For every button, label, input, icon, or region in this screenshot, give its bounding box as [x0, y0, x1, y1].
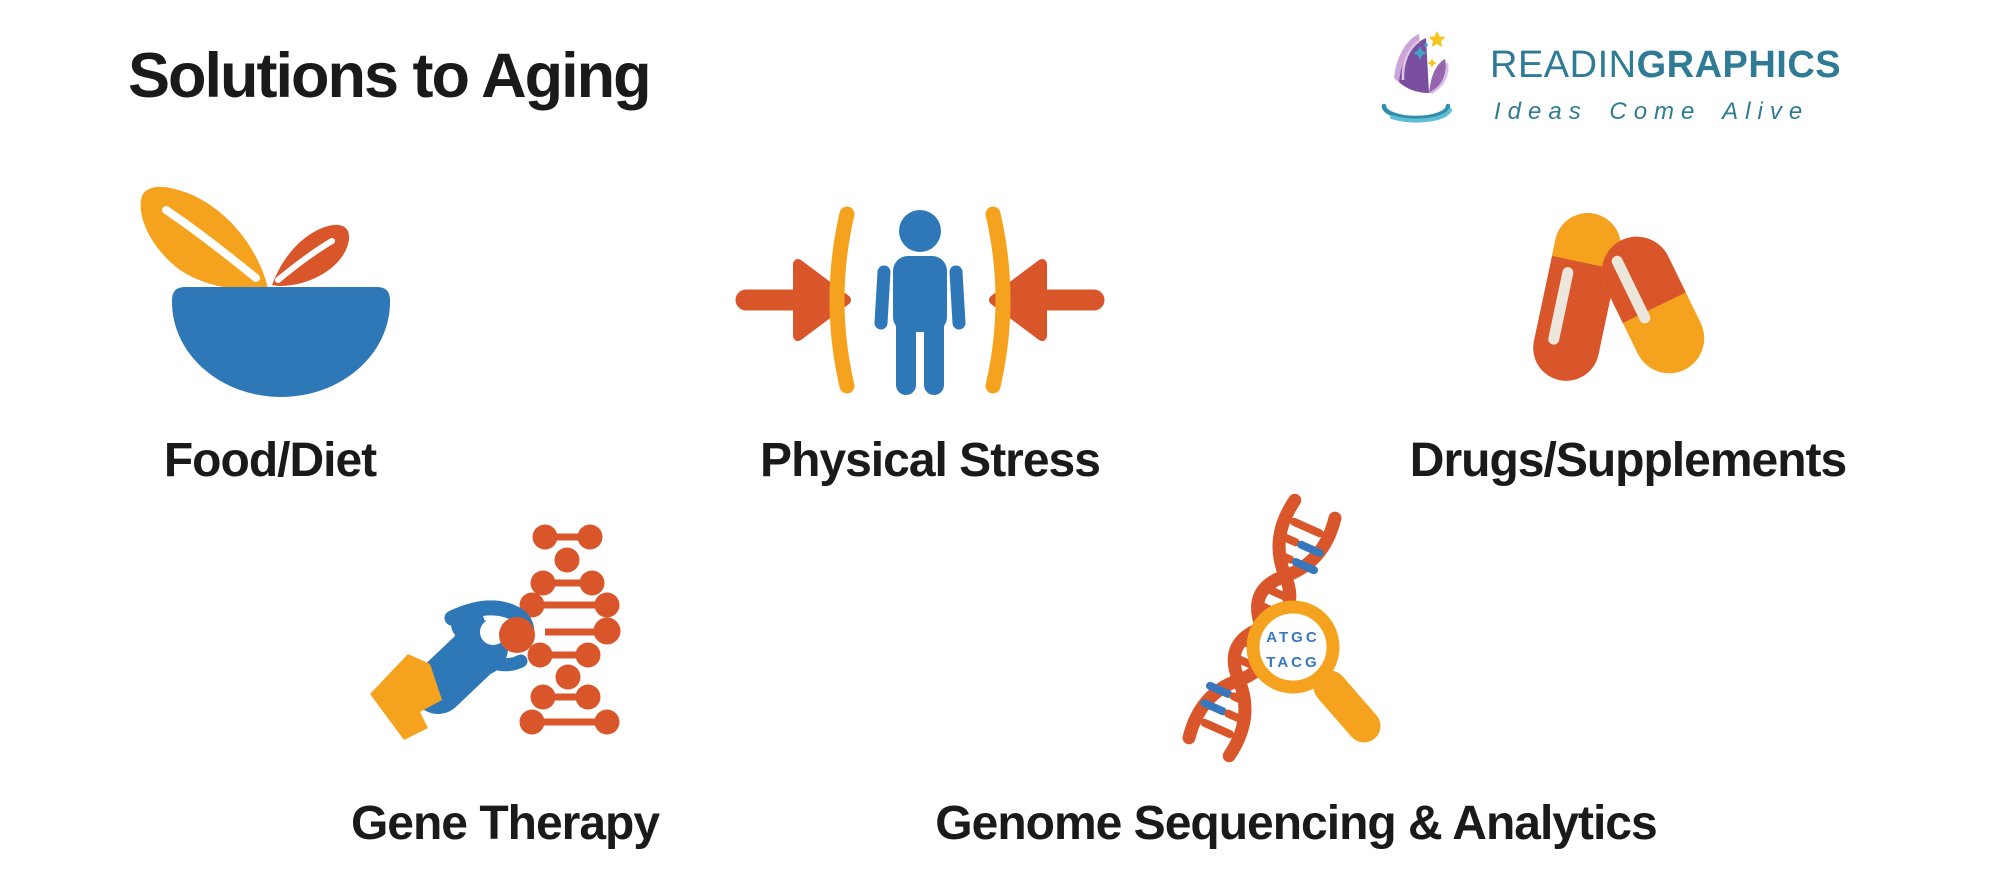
- label-genome-sequencing: Genome Sequencing & Analytics: [935, 797, 1657, 850]
- capsule-pills-icon: [1533, 213, 1705, 381]
- brand-wordmark: READINGRAPHICS: [1490, 44, 1841, 87]
- magnifier-lens: [1246, 600, 1340, 694]
- page-title: Solutions to Aging: [128, 41, 652, 111]
- label-food-diet: Food/Diet: [163, 434, 377, 487]
- brand-wordmark-regular: READIN: [1490, 44, 1637, 86]
- compressed-person-icon: [735, 206, 1105, 395]
- hand-picking-dna-gene-icon: [370, 524, 621, 740]
- brand-logo-book-icon: [1381, 31, 1452, 123]
- label-physical-stress: Physical Stress: [760, 434, 1101, 487]
- lens-sequence-line-2: TACG: [1266, 654, 1319, 671]
- label-gene-therapy: Gene Therapy: [350, 797, 660, 850]
- brand-wordmark-bold: GRAPHICS: [1636, 44, 1842, 86]
- brand-tagline: Ideas Come Alive: [1494, 98, 1810, 125]
- lens-sequence-line-1: ATGC: [1266, 629, 1319, 646]
- dna-magnifier-icon: ATGC TACG: [1182, 493, 1381, 763]
- label-drugs-supplements: Drugs/Supplements: [1409, 434, 1847, 487]
- magnifier-handle: [1313, 670, 1381, 743]
- bowl-with-leaves-icon: [140, 186, 390, 397]
